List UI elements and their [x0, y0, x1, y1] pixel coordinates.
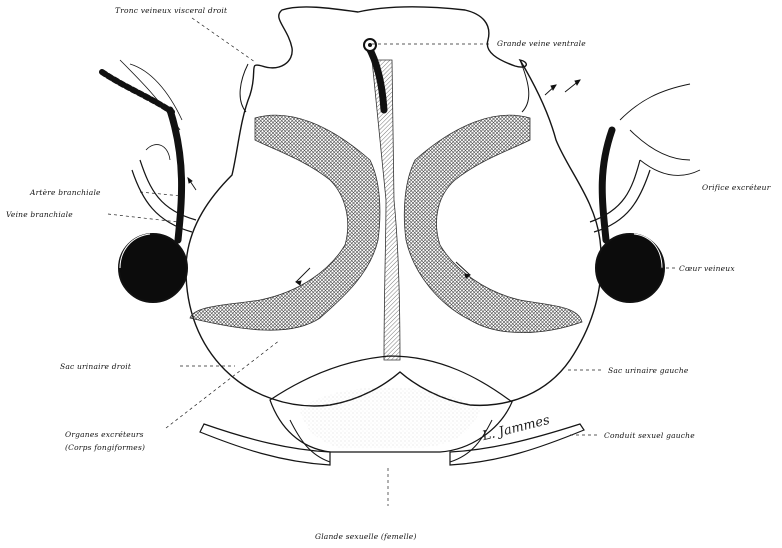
gill-left [102, 72, 172, 112]
excretory-organ-right [404, 115, 582, 332]
label-organes-excreteurs: Organes excréteurs [65, 430, 144, 439]
gill-right [620, 84, 700, 175]
label-veine-branchiale: Veine branchiale [6, 210, 73, 219]
label-grande-veine: Grande veine ventrale [497, 39, 586, 48]
excretory-organ-left [190, 115, 380, 330]
label-coeur-veineux: Cœur veineux [679, 264, 735, 273]
label-glande-sexuelle: Glande sexuelle (femelle) [315, 532, 417, 541]
label-artere-branchiale: Artère branchiale [30, 188, 101, 197]
sexual-gland-mass [300, 388, 480, 449]
label-corps-fongiformes: (Corps fongiformes) [65, 443, 145, 452]
artist-signature: L. Jammes [480, 413, 552, 445]
label-orifice-excreteur: Orifice excréteur [702, 183, 771, 192]
label-sac-urinaire-gauche: Sac urinaire gauche [608, 366, 689, 375]
label-sac-urinaire-droit: Sac urinaire droit [60, 362, 131, 371]
branchial-artery-right [602, 130, 612, 240]
label-conduit-sexuel: Conduit sexuel gauche [604, 431, 695, 440]
label-tronc-veineux: Tronc veineux visceral droit [115, 6, 227, 15]
branchial-vein-left [132, 160, 196, 232]
